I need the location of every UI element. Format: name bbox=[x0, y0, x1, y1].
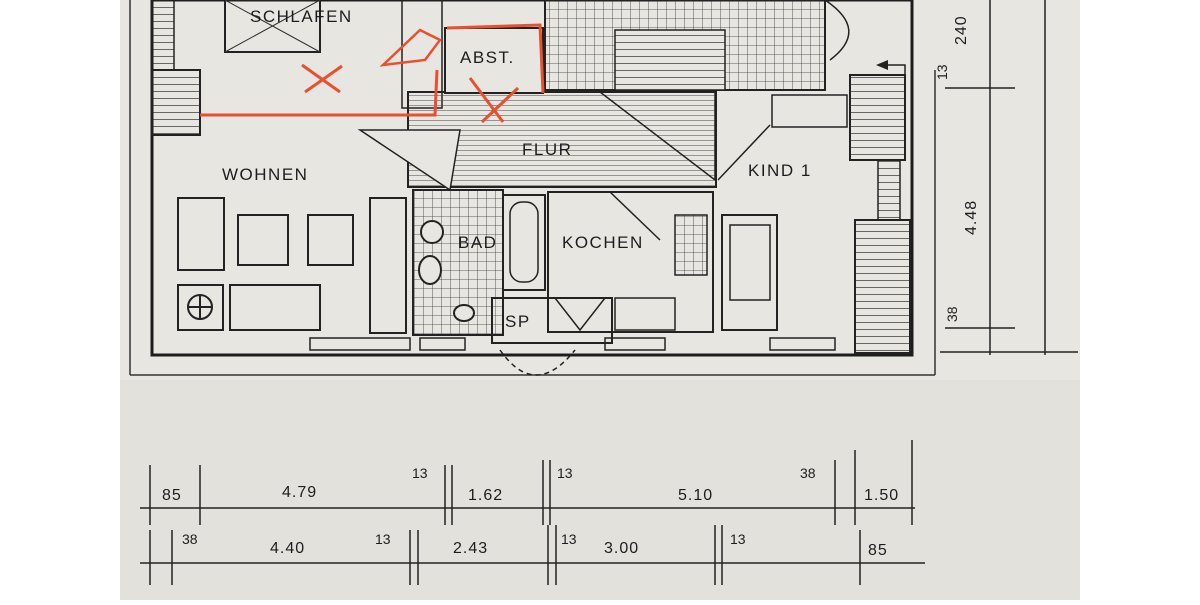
dim-row2-a: 38 bbox=[182, 531, 198, 547]
dim-row2-h: 85 bbox=[868, 542, 888, 559]
sideboard bbox=[229, 284, 321, 331]
red-wall-mark bbox=[200, 69, 439, 117]
table bbox=[237, 214, 289, 266]
dim-row2-b: 4.40 bbox=[270, 540, 305, 557]
dim-row1-e: 13 bbox=[557, 465, 573, 481]
window-2 bbox=[419, 337, 466, 351]
sp-arrow bbox=[553, 297, 607, 332]
armchair bbox=[307, 214, 354, 266]
right-dim-top: 240 bbox=[953, 15, 970, 45]
red-x-mark-2 bbox=[468, 77, 520, 124]
stair-right-lower bbox=[854, 219, 911, 354]
flur-diagonal bbox=[357, 129, 461, 192]
red-door-mark bbox=[379, 28, 442, 67]
stair-right bbox=[849, 74, 906, 161]
kochen-room bbox=[547, 191, 714, 333]
plant-box bbox=[177, 284, 224, 331]
dim-row2-e: 13 bbox=[561, 531, 577, 547]
sp-room bbox=[491, 297, 613, 344]
dim-row1-a: 85 bbox=[162, 487, 182, 504]
label-kind: KIND 1 bbox=[748, 161, 812, 180]
stair-left-upper bbox=[151, 0, 175, 71]
label-flur: FLUR bbox=[522, 140, 572, 159]
window-1 bbox=[309, 337, 411, 351]
dim-row1-h: 1.50 bbox=[864, 487, 899, 504]
paper-shading bbox=[120, 380, 1080, 600]
label-schlafen: SCHLAFEN bbox=[250, 7, 353, 26]
abst-room bbox=[444, 27, 544, 94]
staircase-arc bbox=[824, 0, 850, 61]
stair-right-mid bbox=[877, 159, 901, 221]
dim-row2-c: 13 bbox=[375, 531, 391, 547]
dim-row1-b: 4.79 bbox=[282, 484, 317, 501]
wardrobe bbox=[224, 0, 321, 53]
bathtub-inner bbox=[509, 201, 539, 283]
bed-inner bbox=[729, 224, 771, 301]
dim-row1-c: 13 bbox=[412, 465, 428, 481]
label-bad: BAD bbox=[458, 233, 497, 252]
label-sp: SP bbox=[505, 312, 531, 331]
dim-row1-d: 1.62 bbox=[468, 487, 503, 504]
sink-unit bbox=[614, 297, 676, 331]
kind-diag bbox=[717, 124, 771, 181]
plant-leaves bbox=[188, 295, 212, 319]
sofa bbox=[177, 197, 225, 271]
right-dim-upper: 13 bbox=[934, 64, 950, 80]
bed bbox=[721, 214, 778, 331]
dim-row2-d: 2.43 bbox=[453, 540, 488, 557]
window-3 bbox=[604, 337, 666, 351]
label-abst: ABST. bbox=[460, 48, 515, 67]
staircase-steps bbox=[615, 30, 725, 90]
label-kochen: KOCHEN bbox=[562, 233, 644, 252]
washbasin bbox=[420, 220, 444, 244]
label-wohnen: WOHNEN bbox=[222, 165, 308, 184]
bidet bbox=[453, 304, 475, 322]
apartment-outline bbox=[150, 0, 914, 357]
stove bbox=[674, 214, 708, 276]
kochen-diag bbox=[609, 191, 661, 241]
flur-diagonal-right bbox=[597, 91, 716, 182]
shelf bbox=[369, 197, 407, 334]
toilet bbox=[418, 255, 442, 285]
window-4 bbox=[769, 337, 836, 351]
dim-row1-f: 5.10 bbox=[678, 487, 713, 504]
dim-row1-ticks bbox=[149, 440, 913, 525]
bathtub bbox=[502, 194, 546, 291]
dim-row1-g: 38 bbox=[800, 465, 816, 481]
stair-left bbox=[151, 69, 201, 136]
stair-arrow-head bbox=[876, 60, 888, 70]
balcony-arc bbox=[499, 349, 576, 376]
red-x-mark-1 bbox=[301, 63, 343, 94]
dim-row2-ticks bbox=[149, 525, 861, 585]
stair-arrow bbox=[880, 64, 906, 75]
wardrobe-diag-2 bbox=[224, 0, 321, 53]
red-abst-mark bbox=[446, 23, 545, 94]
dim-row2-g: 13 bbox=[730, 531, 746, 547]
kind-desk bbox=[771, 94, 848, 128]
right-dim-bottom: 38 bbox=[944, 306, 960, 322]
right-dim-height: 4.48 bbox=[963, 200, 980, 235]
dim-row2-f: 3.00 bbox=[604, 540, 639, 557]
